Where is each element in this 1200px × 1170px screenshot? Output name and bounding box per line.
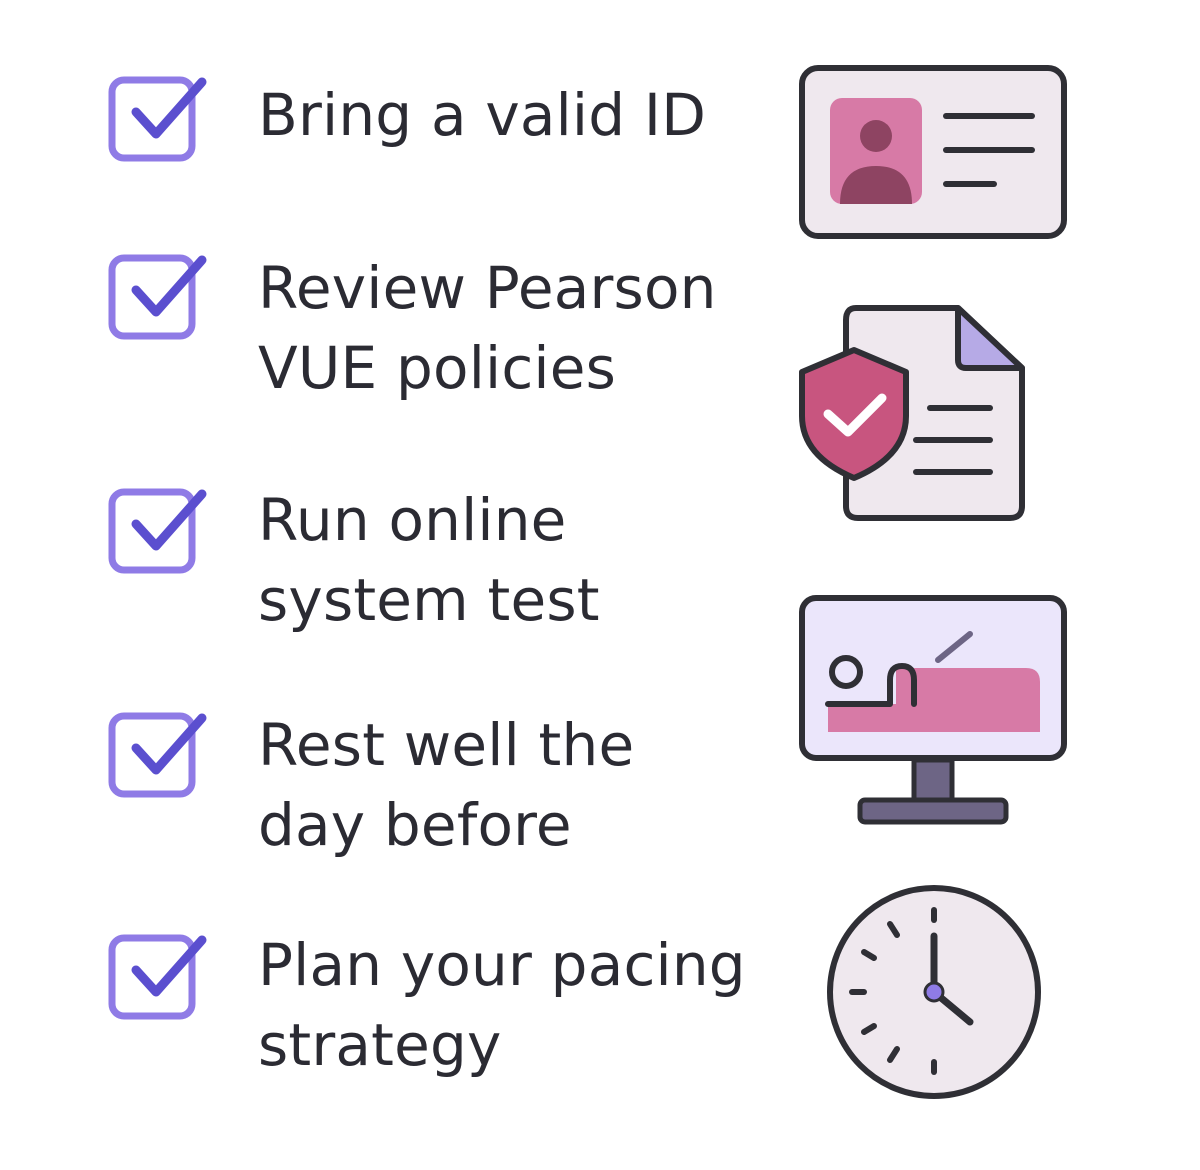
id-card-icon (799, 65, 1067, 239)
item-label: Plan your pacing strategy (258, 931, 746, 1079)
policy-document-icon (799, 305, 1025, 521)
item-label: Run online system test (258, 486, 600, 634)
checkbox-checked-icon[interactable] (108, 250, 208, 340)
checkbox-checked-icon[interactable] (108, 708, 208, 798)
checkbox-checked-icon[interactable] (108, 72, 208, 162)
item-label: Bring a valid ID (258, 81, 707, 149)
checkbox-checked-icon[interactable] (108, 930, 208, 1020)
checkbox-checked-icon[interactable] (108, 484, 208, 574)
monitor-icon (799, 595, 1067, 825)
item-label: Review Pearson VUE policies (258, 254, 717, 402)
item-label: Rest well the day before (258, 711, 635, 859)
clock-icon (827, 885, 1041, 1099)
